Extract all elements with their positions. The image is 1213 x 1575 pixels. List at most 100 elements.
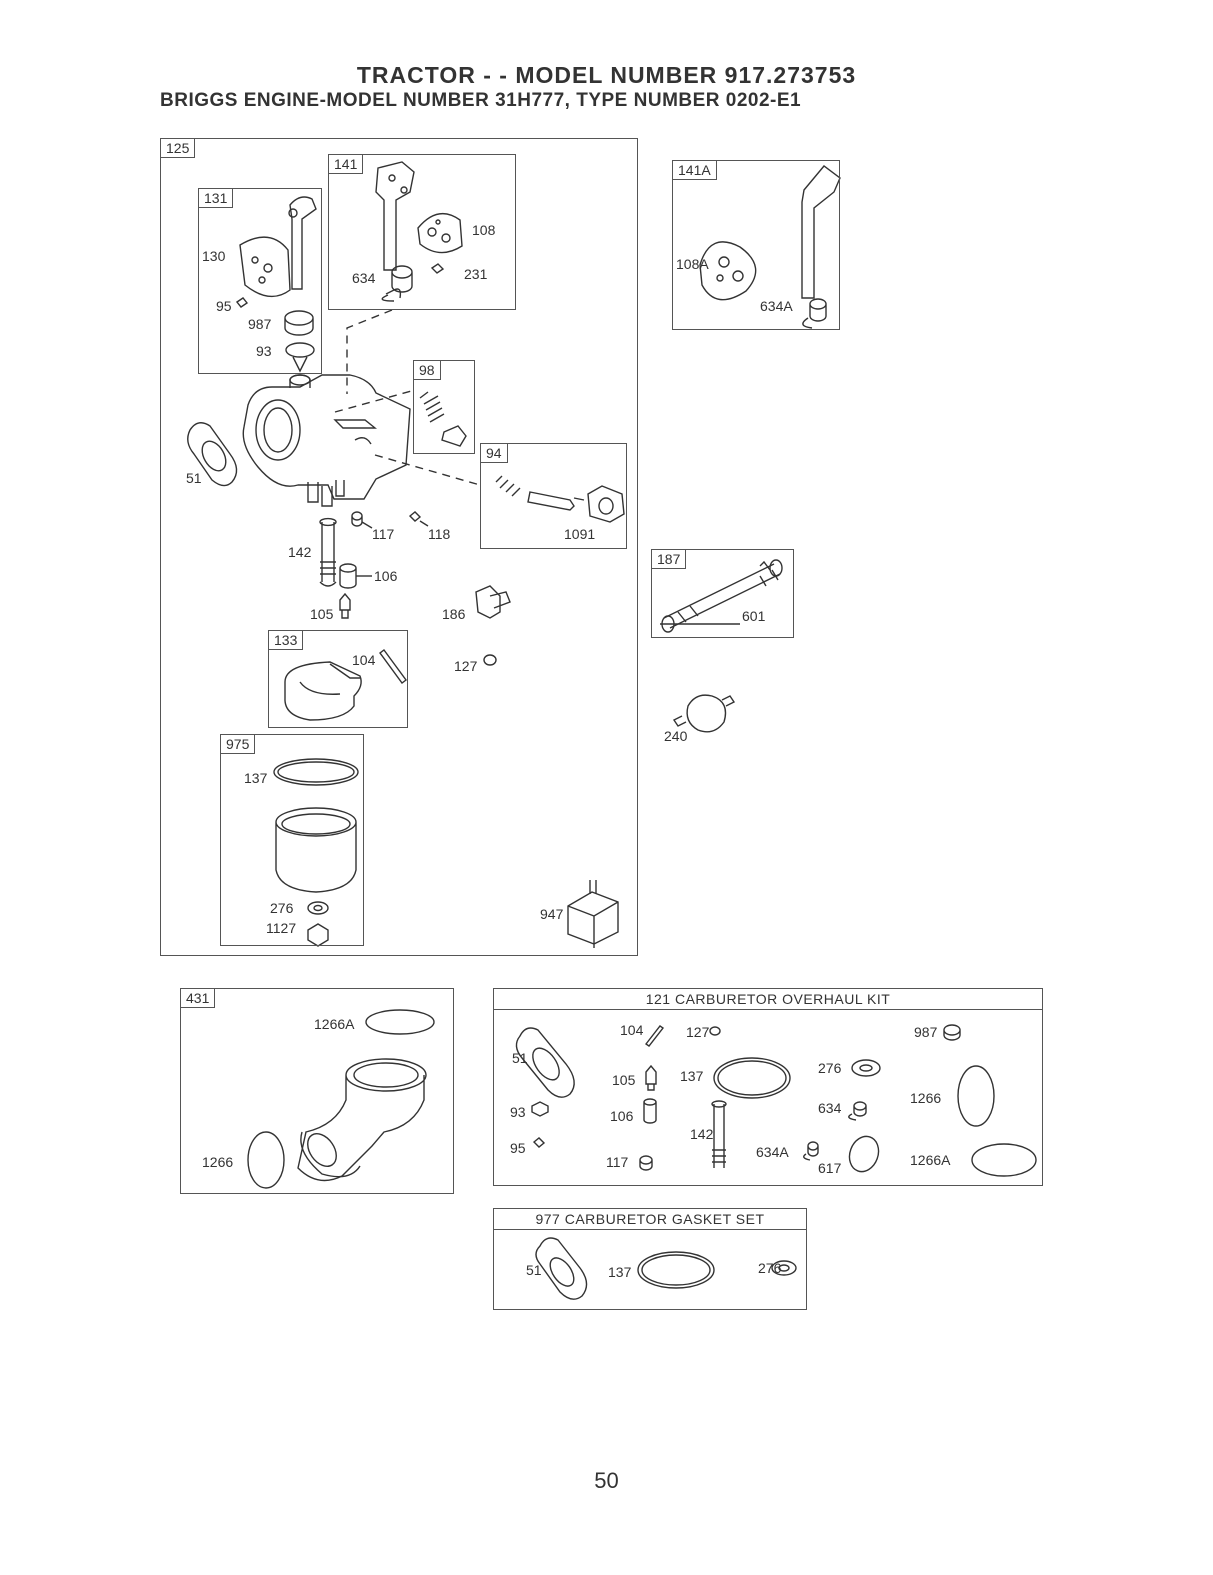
- spring-94-shape: [495, 475, 521, 497]
- callout-634: 634: [352, 270, 376, 286]
- kit-callout-634A: 634A: [756, 1144, 789, 1160]
- kit-tube-142-shape: [711, 1100, 727, 1168]
- kit-oring-127-shape: [709, 1026, 721, 1036]
- tube-142-shape: [319, 517, 337, 582]
- set-washer-276-shape: [771, 1260, 797, 1276]
- assembly-94-label: 94: [481, 444, 508, 463]
- spring-98-shape: [419, 391, 445, 423]
- float-133-shape: [284, 661, 362, 721]
- intake-431-shape: [297, 1058, 427, 1182]
- set-oring-137-shape: [637, 1251, 715, 1289]
- page-number: 50: [594, 1468, 619, 1493]
- callout-276: 276: [270, 900, 294, 916]
- callout-142: 142: [288, 544, 312, 560]
- overhaul-kit-box: 121 CARBURETOR OVERHAUL KIT: [493, 988, 1043, 1186]
- choke-shaft-131: [289, 196, 317, 290]
- assembly-125-box: 125: [160, 138, 638, 956]
- kit-callout-1266: 1266: [910, 1090, 942, 1106]
- callout-117: 117: [372, 526, 395, 542]
- jet-118-shape: [408, 511, 422, 522]
- kit-spring-634-shape: [848, 1101, 867, 1121]
- kit-callout-104: 104: [620, 1022, 644, 1038]
- kit-callout-142: 142: [690, 1126, 714, 1142]
- overhaul-kit-title: 121 CARBURETOR OVERHAUL KIT: [494, 989, 1042, 1010]
- kit-spacer-106-shape: [643, 1098, 657, 1124]
- nut-1127-shape: [307, 923, 329, 947]
- callout-106: 106: [374, 568, 398, 584]
- assembly-131-label: 131: [199, 189, 234, 208]
- elbow-186-shape: [475, 585, 511, 619]
- callout-104: 104: [352, 652, 376, 668]
- callout-987: 987: [248, 316, 272, 332]
- kit-callout-1266A: 1266A: [910, 1152, 951, 1168]
- assembly-141A-box: 141A: [672, 160, 840, 330]
- callout-93: 93: [256, 343, 272, 359]
- kit-gasket-51-shape: [515, 1027, 575, 1098]
- spring-634-shape: [381, 265, 413, 302]
- filter-240-shape: [672, 694, 736, 733]
- page-title: TRACTOR - - MODEL NUMBER 917.273753: [356, 62, 857, 88]
- callout-1127: 1127: [266, 920, 297, 936]
- callout-240: 240: [664, 728, 688, 744]
- assembly-98-label: 98: [414, 361, 441, 380]
- kit-callout-106: 106: [610, 1108, 634, 1124]
- plate-130-shape: [239, 236, 291, 298]
- set-callout-137: 137: [608, 1264, 632, 1280]
- assembly-141A-label: 141A: [673, 161, 717, 180]
- solenoid-1091-shape: [587, 485, 625, 523]
- solenoid-947-shape: [567, 891, 619, 948]
- kit-oring-137-shape: [713, 1057, 791, 1099]
- gasket-51-shape: [187, 422, 238, 487]
- kit-callout-93: 93: [510, 1104, 526, 1120]
- gasket-set-box: 977 CARBURETOR GASKET SET: [493, 1208, 807, 1310]
- oring-1266A-431-shape: [365, 1009, 435, 1035]
- pin-104-shape: [379, 649, 407, 684]
- callout-137: 137: [244, 770, 268, 786]
- assembly-431-label: 431: [181, 989, 216, 1008]
- bushing-93-shape: [285, 342, 315, 373]
- kit-callout-95: 95: [510, 1140, 526, 1156]
- callout-1266A-431: 1266A: [314, 1016, 355, 1032]
- callout-186: 186: [442, 606, 466, 622]
- throttle-shaft-141: [375, 161, 415, 271]
- kit-oring-1266-shape: [957, 1065, 995, 1127]
- clamp-601-shape: [660, 560, 771, 625]
- assembly-431-box: 431: [180, 988, 454, 1194]
- callout-95: 95: [216, 298, 232, 314]
- callout-108: 108: [472, 222, 496, 238]
- jet-105-shape: [339, 592, 351, 619]
- kit-callout-51: 51: [512, 1050, 528, 1066]
- kit-oring-1266A-shape: [971, 1143, 1037, 1177]
- kit-callout-987: 987: [914, 1024, 938, 1040]
- set-callout-276: 276: [758, 1260, 782, 1276]
- kit-callout-105: 105: [612, 1072, 636, 1088]
- callout-127: 127: [454, 658, 478, 674]
- callout-130: 130: [202, 248, 226, 264]
- callout-1091: 1091: [564, 526, 596, 542]
- gasket-set-title: 977 CARBURETOR GASKET SET: [494, 1209, 806, 1230]
- shaft-141A-shape: [801, 165, 841, 299]
- washer-276-shape: [307, 901, 329, 915]
- assembly-187-box: 187: [651, 549, 794, 638]
- washer-987-shape: [284, 310, 314, 336]
- callout-231: 231: [464, 266, 488, 282]
- assembly-98-box: 98: [413, 360, 475, 454]
- kit-callout-127: 127: [686, 1024, 710, 1040]
- kit-washer-987-shape: [943, 1024, 961, 1041]
- screw-231-shape: [430, 263, 445, 274]
- page-subtitle: BRIGGS ENGINE-MODEL NUMBER 31H777, TYPE …: [160, 90, 802, 111]
- callout-601: 601: [742, 608, 766, 624]
- plate-108-shape: [417, 212, 463, 254]
- needle-94-shape: [527, 491, 585, 511]
- kit-callout-117: 117: [606, 1154, 629, 1170]
- screw-95-shape: [235, 297, 249, 308]
- assembly-94-box: 94: [480, 443, 627, 549]
- callout-634A: 634A: [760, 298, 793, 314]
- assembly-187-label: 187: [652, 550, 687, 569]
- screw-98-shape: [441, 425, 467, 447]
- kit-pin-104-shape: [644, 1025, 665, 1047]
- spring-634A-shape: [802, 298, 827, 329]
- assembly-131-box: 131: [198, 188, 322, 374]
- assembly-133-box: 133: [268, 630, 408, 728]
